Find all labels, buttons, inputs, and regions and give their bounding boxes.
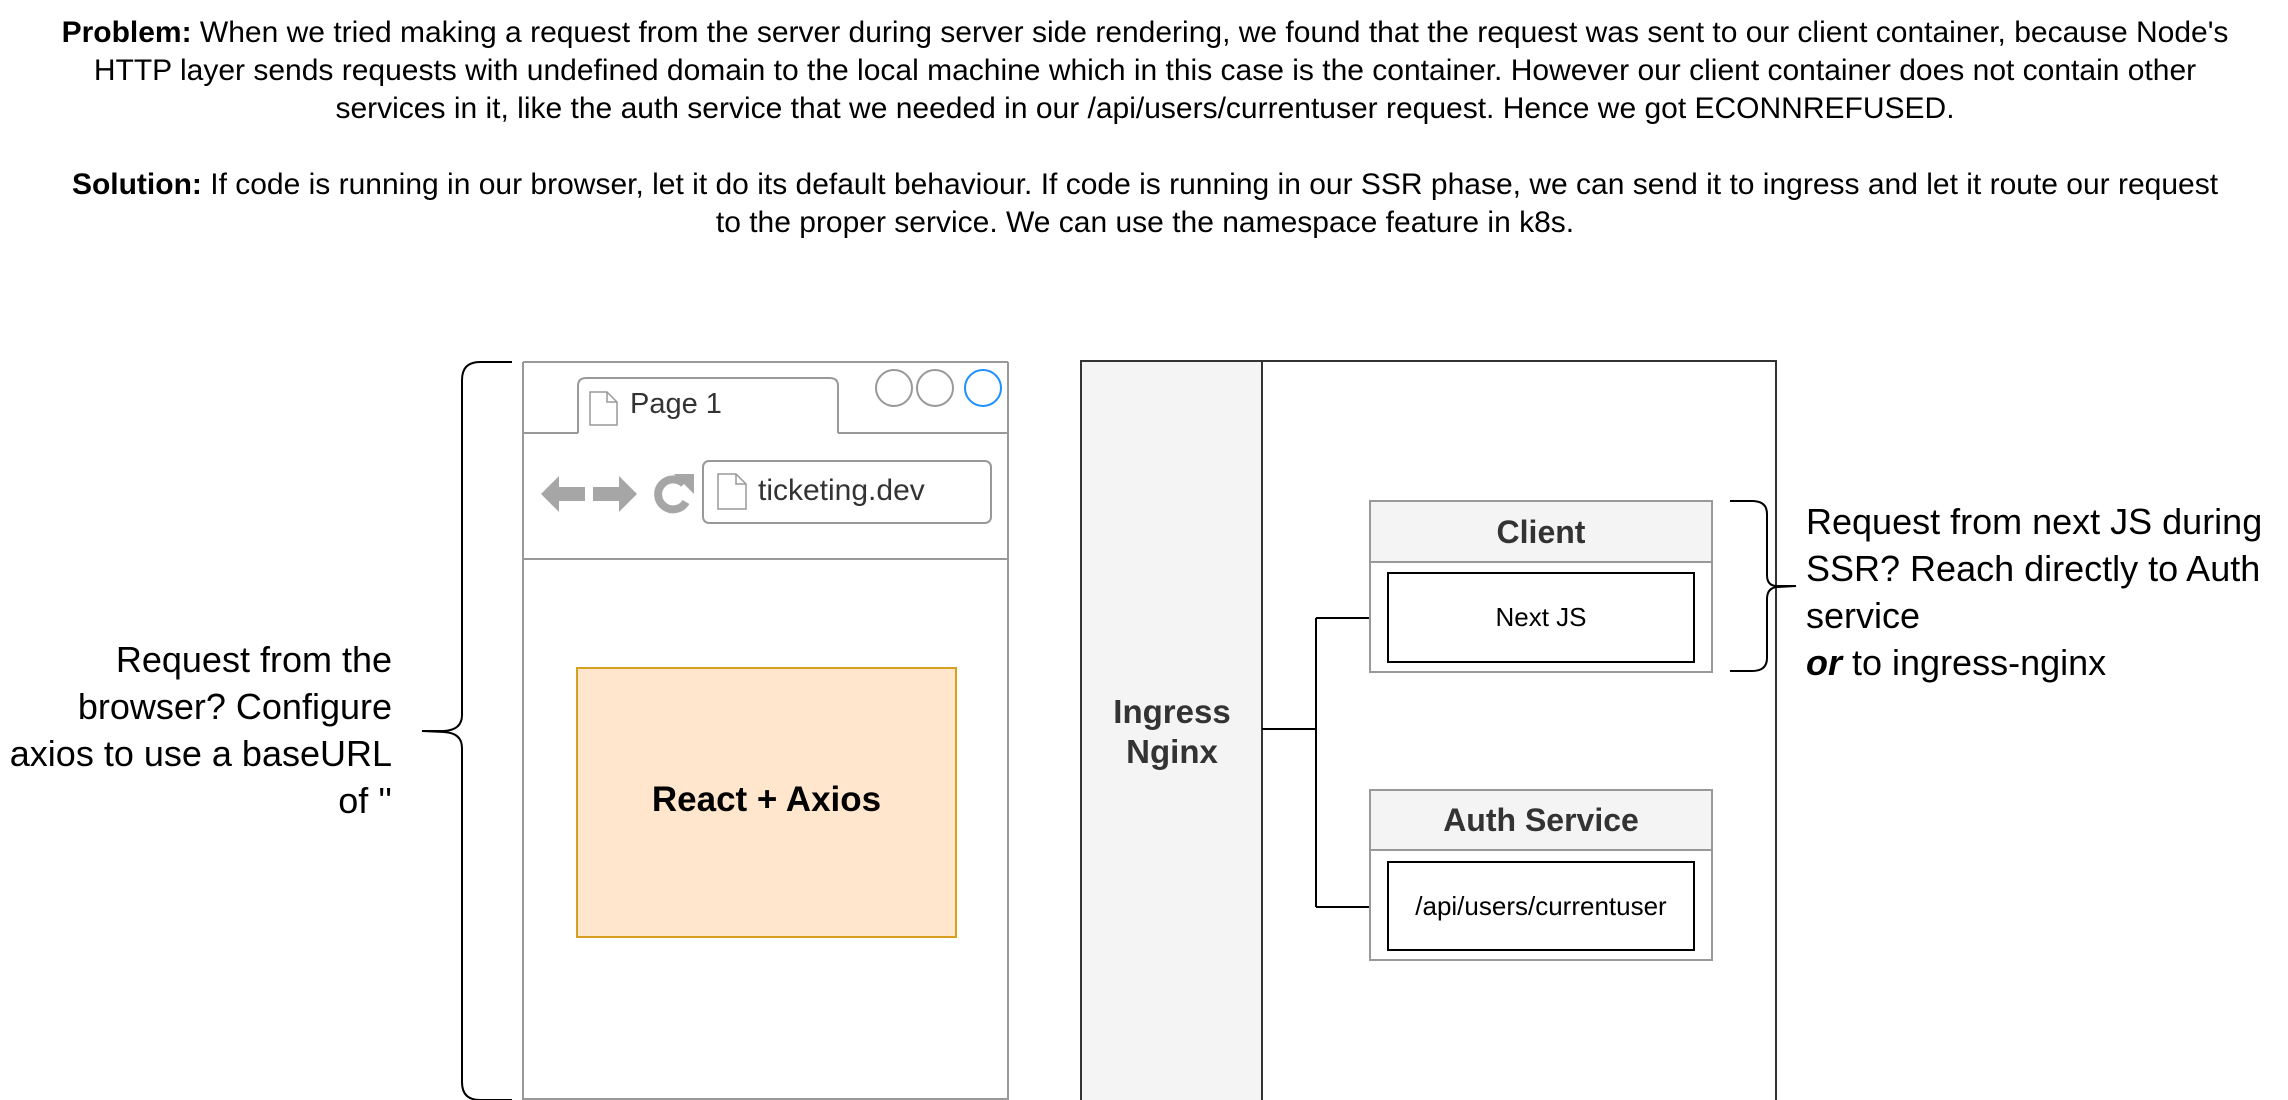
problem-text: When we tried making a request from the … (93, 16, 2229, 125)
react-axios-label: React + Axios (651, 780, 882, 819)
problem-label: Problem: (61, 16, 192, 49)
ssr-request-note: Request from next JS during SSR? Reach d… (1806, 498, 2276, 686)
solution-paragraph: Solution: If code is running in our brow… (60, 166, 2230, 242)
ssr-note-main: Request from next JS during SSR? Reach d… (1806, 501, 2263, 636)
ingress-nginx-box (1080, 360, 1263, 1100)
browser-tab-label: Page 1 (630, 388, 722, 420)
back-arrow-icon[interactable] (541, 476, 585, 512)
ssr-note-end: to ingress-nginx (1842, 642, 2107, 683)
auth-route-label: /api/users/currentuser (1415, 891, 1667, 921)
address-bar[interactable] (702, 460, 992, 524)
solution-text: If code is running in our browser, let i… (201, 168, 2219, 239)
window-button-icon[interactable] (916, 369, 954, 407)
react-axios-box (576, 667, 957, 938)
auth-service (1369, 789, 1713, 961)
url-text: ticketing.dev (758, 474, 925, 507)
tab-page-icon (589, 391, 618, 426)
ssr-note-emphasis: or (1806, 642, 1842, 683)
client-service-title: Client (1496, 514, 1586, 550)
solution-label: Solution: (71, 168, 202, 201)
right-brace (1730, 500, 1797, 672)
browser-tab[interactable] (577, 377, 839, 433)
window-button-icon[interactable] (875, 369, 913, 407)
url-page-icon (717, 473, 747, 510)
window-button-icon[interactable] (964, 369, 1002, 407)
forward-arrow-icon[interactable] (593, 476, 637, 512)
left-brace (421, 361, 512, 1100)
browser-window (522, 361, 1009, 1100)
browser-request-note: Request from the browser? Configure axio… (9, 639, 392, 821)
problem-paragraph: Problem: When we tried making a request … (60, 14, 2230, 128)
reload-icon[interactable] (654, 474, 694, 514)
ingress-nginx-label: Ingress Nginx (1113, 693, 1231, 770)
auth-service-title: Auth Service (1443, 802, 1639, 838)
client-inner-label: Next JS (1495, 602, 1587, 632)
client-service (1369, 500, 1713, 673)
